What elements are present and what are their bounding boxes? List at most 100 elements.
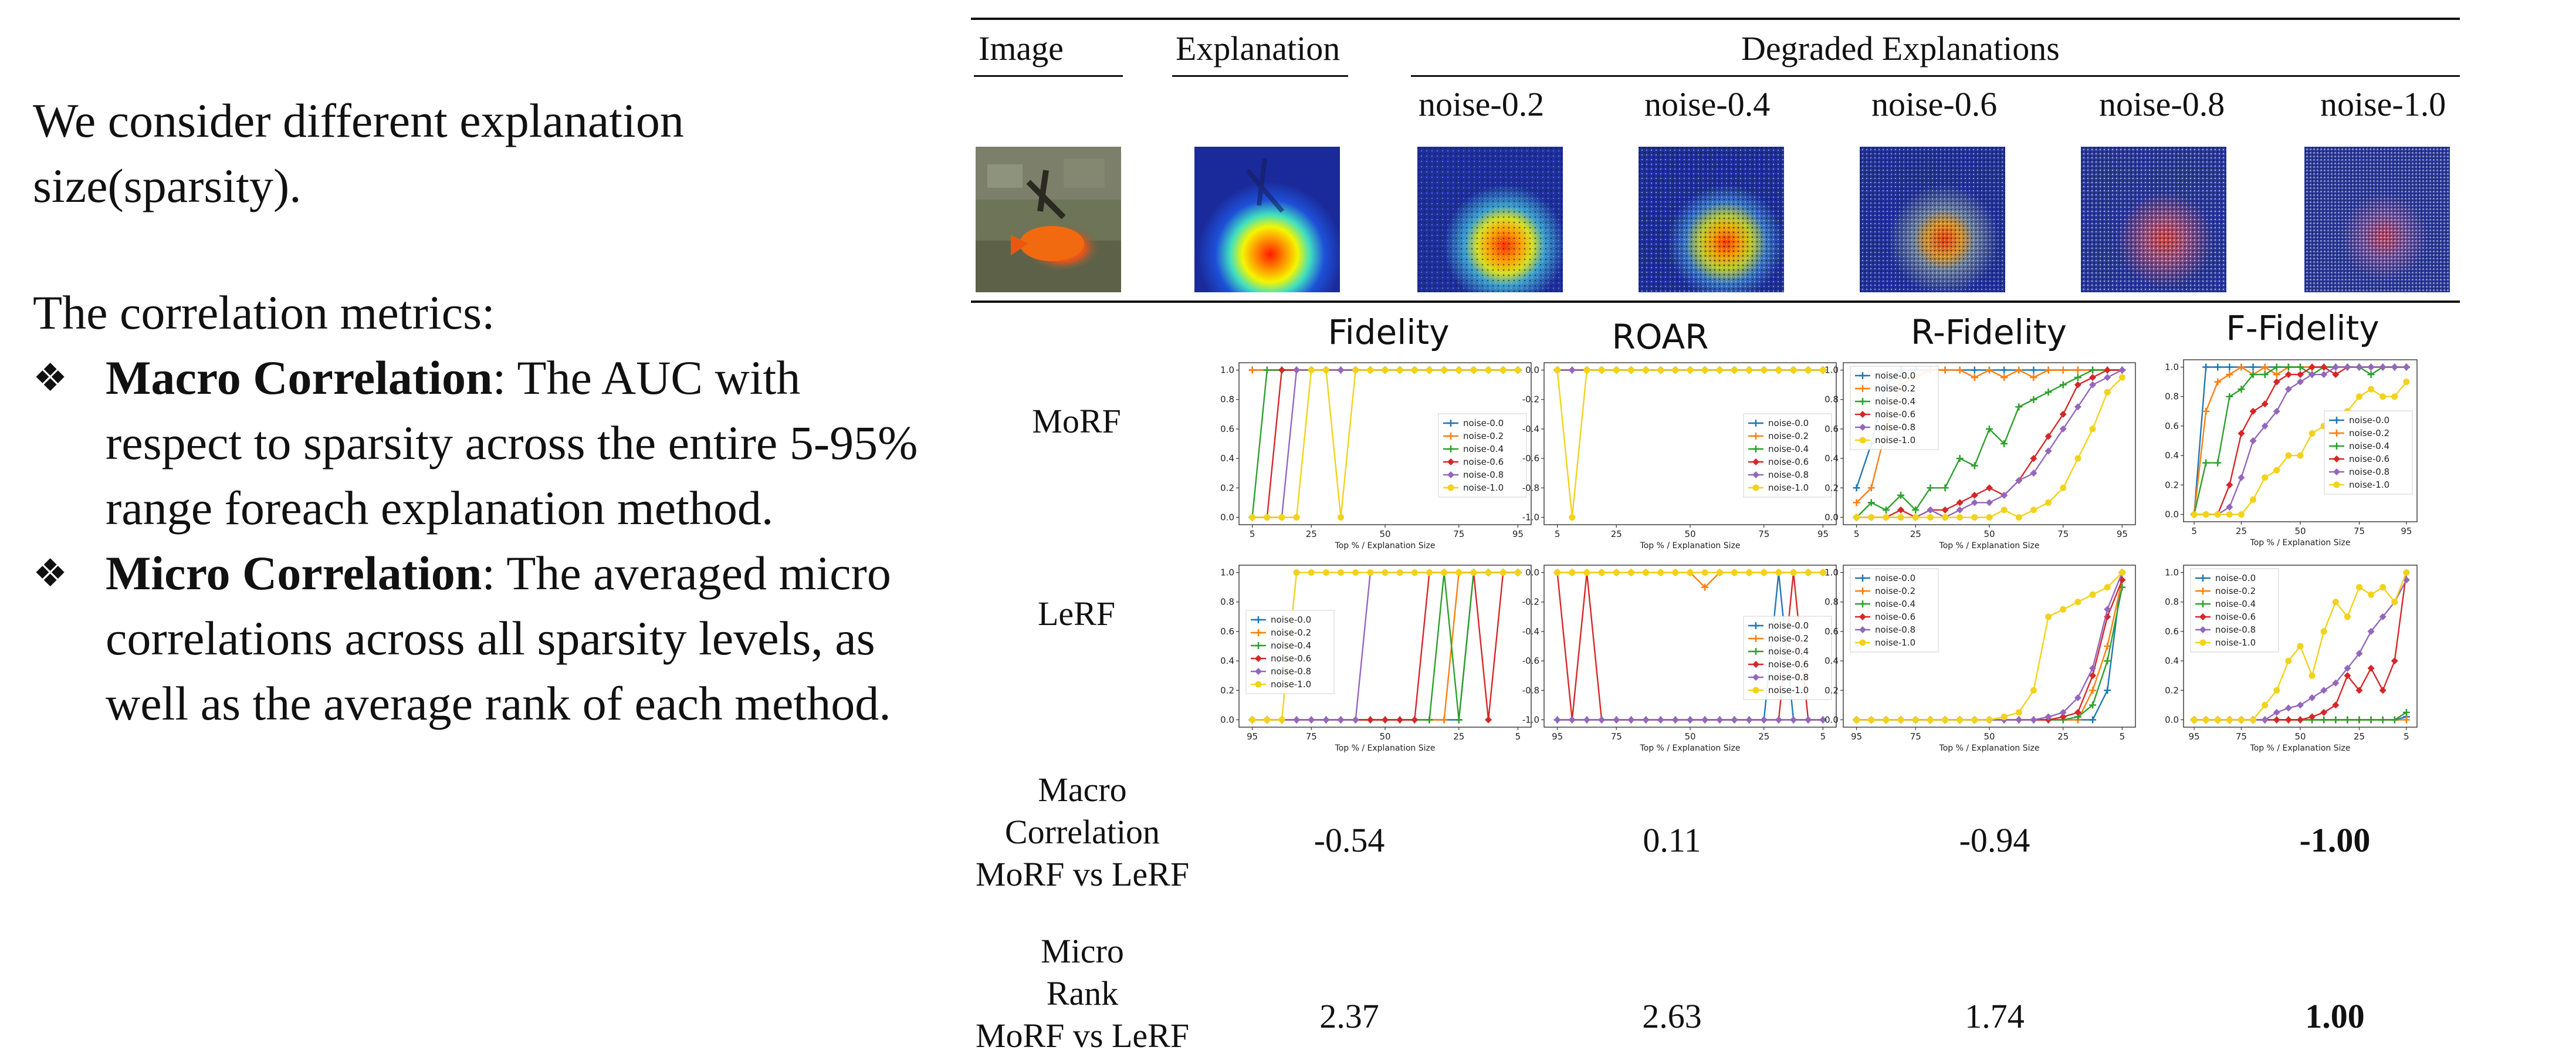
- x-tick-label: 75: [2057, 529, 2069, 539]
- data-point-noise-1.0: [1819, 367, 1826, 374]
- data-point-noise-0.4: [2367, 371, 2375, 379]
- data-point-noise-1.0: [1927, 514, 1934, 521]
- data-point-noise-1.0: [1308, 569, 1315, 576]
- micro-value-rfidelity: 1.74: [1965, 997, 2025, 1035]
- data-point-noise-1.0: [1731, 569, 1738, 576]
- y-tick-label: 0.0: [1525, 568, 1539, 578]
- data-point-noise-0.6: [2320, 708, 2328, 716]
- data-point-noise-0.8: [1642, 716, 1650, 724]
- x-axis-label: Top % / Explanation Size: [1640, 744, 1741, 753]
- x-tick-label: 25: [2236, 526, 2247, 536]
- y-tick-label: 1.0: [2165, 362, 2179, 373]
- data-point-noise-0.6: [2284, 716, 2292, 724]
- data-point-noise-0.4: [2344, 716, 2351, 724]
- data-point-noise-1.0: [1426, 569, 1433, 576]
- y-tick-label: 0.2: [2165, 479, 2179, 490]
- legend-label-noise-0.8: noise-0.8: [2349, 467, 2389, 477]
- legend: noise-0.0noise-0.2noise-0.4noise-0.6nois…: [2190, 568, 2279, 653]
- data-point-noise-1.0: [2332, 599, 2339, 606]
- data-point-noise-0.8: [2104, 374, 2111, 381]
- data-point-noise-0.6: [1278, 366, 1285, 374]
- legend-label-noise-0.6: noise-0.6: [1875, 409, 1915, 420]
- data-point-noise-1.0: [2015, 514, 2022, 521]
- data-point-noise-1.0: [2238, 716, 2245, 723]
- data-point-noise-1.0: [2118, 374, 2125, 381]
- y-tick-label: -0.4: [1522, 626, 1539, 637]
- x-tick-label: 50: [1379, 529, 1390, 539]
- x-axis-label: Top % / Explanation Size: [1939, 744, 2040, 753]
- data-point-noise-0.8: [2261, 422, 2269, 430]
- y-tick-label: 0.6: [2165, 421, 2179, 431]
- legend-label-noise-0.8: noise-0.8: [1875, 624, 1915, 635]
- data-point-noise-0.6: [2030, 455, 2037, 462]
- data-point-noise-0.8: [2089, 664, 2097, 672]
- data-point-noise-0.4: [1263, 366, 1271, 374]
- data-point-noise-0.8: [2074, 694, 2081, 701]
- data-point-noise-0.8: [2308, 694, 2316, 701]
- legend-marker-noise-0.2: [1255, 629, 1262, 636]
- legend-marker-noise-0.4: [1859, 600, 1866, 607]
- header-explanation: Explanation: [1176, 29, 1341, 67]
- data-point-noise-0.6: [2226, 481, 2233, 489]
- data-point-noise-1.0: [1701, 367, 1708, 374]
- legend-label-noise-0.8: noise-0.8: [1768, 672, 1809, 683]
- data-point-noise-1.0: [2238, 511, 2245, 518]
- data-point-noise-1.0: [2285, 657, 2292, 664]
- data-point-noise-1.0: [1746, 569, 1753, 576]
- bullet-micro-text: Micro Correlation: The averaged micro co…: [106, 541, 948, 736]
- data-point-noise-0.8: [2297, 378, 2304, 386]
- degraded-noise-0.4: [1639, 147, 1784, 292]
- legend-box: [1850, 568, 1939, 653]
- y-tick-label: -0.8: [1522, 482, 1539, 493]
- data-point-noise-0.6: [2104, 366, 2111, 374]
- data-point-noise-0.6: [2261, 400, 2269, 408]
- legend-box: [1245, 610, 1335, 694]
- data-point-noise-0.0: [2226, 363, 2233, 371]
- data-point-noise-1.0: [1701, 569, 1708, 576]
- legend-box: [1438, 413, 1527, 498]
- micro-value-fidelity: 2.37: [1319, 997, 1379, 1035]
- data-point-noise-1.0: [1956, 716, 1964, 723]
- x-tick-label: 75: [2354, 526, 2365, 536]
- data-point-noise-0.8: [2015, 477, 2023, 484]
- noise-label-0.6: noise-0.6: [1871, 85, 1998, 123]
- data-point-noise-0.2: [2089, 687, 2097, 694]
- data-point-noise-0.8: [1986, 499, 1993, 506]
- data-point-noise-0.0: [2249, 363, 2257, 371]
- legend-marker-noise-0.8: [2333, 468, 2340, 475]
- noise-label-0.8: noise-0.8: [2099, 85, 2225, 123]
- data-point-noise-1.0: [2308, 672, 2316, 679]
- data-point-noise-1.0: [2226, 511, 2233, 518]
- y-tick-label: 1.0: [1220, 568, 1234, 578]
- y-tick-label: -1.0: [1522, 714, 1539, 725]
- legend-label-noise-0.0: noise-0.0: [1875, 370, 1915, 381]
- legend-label-noise-0.6: noise-0.6: [1768, 457, 1809, 467]
- micro-value-ffidelity: 1.00: [2305, 997, 2365, 1035]
- data-point-noise-1.0: [1382, 569, 1389, 576]
- x-axis-label: Top % / Explanation Size: [1939, 541, 2040, 551]
- data-point-noise-1.0: [1514, 569, 1521, 576]
- data-point-noise-0.4: [1986, 425, 1993, 433]
- data-point-noise-1.0: [2000, 713, 2008, 720]
- data-point-noise-0.8: [2320, 371, 2328, 379]
- legend-label-noise-0.4: noise-0.4: [1768, 646, 1809, 657]
- data-point-noise-0.8: [2332, 363, 2340, 371]
- x-tick-label: 75: [1910, 731, 1921, 742]
- data-point-noise-0.4: [2000, 440, 2008, 447]
- data-point-noise-1.0: [1396, 367, 1403, 374]
- data-point-noise-1.0: [2104, 389, 2111, 396]
- data-point-noise-0.2: [1853, 499, 1860, 506]
- y-tick-label: 0.6: [1220, 626, 1234, 637]
- x-tick-label: 25: [1611, 529, 1622, 539]
- data-point-noise-0.2: [1440, 716, 1448, 724]
- macro-value-fidelity: -0.54: [1314, 821, 1385, 859]
- x-tick-label: 5: [1515, 731, 1521, 742]
- legend: noise-0.0noise-0.2noise-0.4noise-0.6nois…: [1850, 366, 1939, 450]
- data-point-noise-0.8: [2308, 371, 2316, 379]
- data-point-noise-0.6: [1941, 506, 1949, 514]
- data-point-noise-1.0: [2191, 716, 2198, 723]
- data-point-noise-0.8: [2355, 363, 2363, 371]
